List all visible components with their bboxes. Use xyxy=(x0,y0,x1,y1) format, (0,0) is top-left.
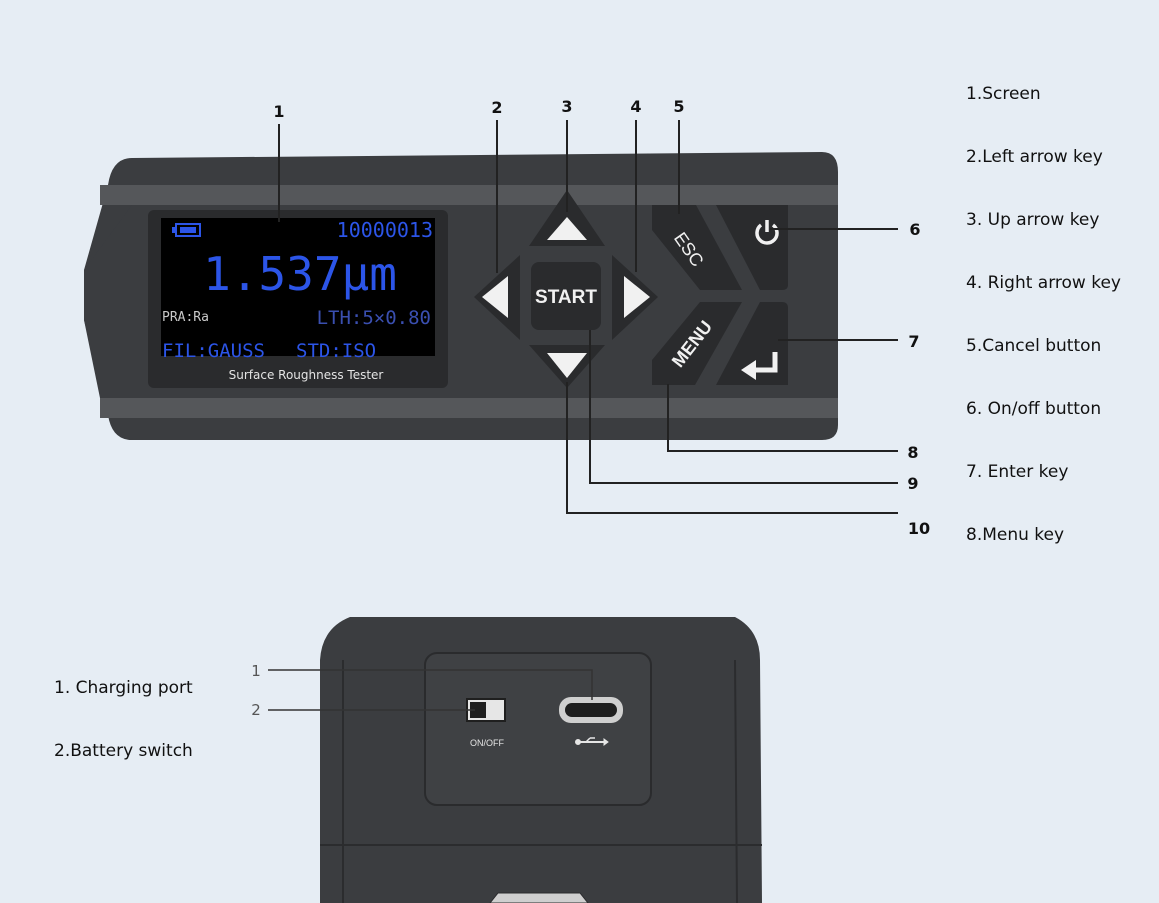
left-arrow-glyph xyxy=(482,276,508,318)
screen-caption: Surface Roughness Tester xyxy=(229,368,384,382)
front-leader-lines xyxy=(278,120,898,514)
start-button[interactable] xyxy=(531,262,601,330)
callout-3: 3 xyxy=(561,97,572,116)
lcd-serial: 10000013 xyxy=(337,218,433,242)
legend-screen: 1.Screen xyxy=(966,84,1041,104)
charging-port[interactable] xyxy=(559,697,623,723)
battery-icon xyxy=(172,223,201,237)
switch-label: ON/OFF xyxy=(470,738,504,748)
device-top-band xyxy=(100,185,838,205)
callout-10: 10 xyxy=(908,519,930,538)
bottom-leader-lines xyxy=(268,669,593,711)
bottom-clip xyxy=(489,892,589,903)
bottom-callout-2: 2 xyxy=(251,701,261,719)
legend-battery-switch: 2.Battery switch xyxy=(54,741,193,761)
callout-5: 5 xyxy=(673,97,684,116)
power-button[interactable] xyxy=(716,205,788,290)
screen xyxy=(161,218,435,356)
start-label: START xyxy=(535,287,597,308)
lcd-filter: FIL:GAUSS xyxy=(162,340,265,362)
bottom-callout-1: 1 xyxy=(251,662,261,680)
port-panel xyxy=(424,652,652,806)
legend-onoff: 6. On/off button xyxy=(966,399,1102,419)
legend-charging-port: 1. Charging port xyxy=(54,678,193,698)
legend-menu: 8.Menu key xyxy=(966,525,1065,545)
front-callouts: 1 2 3 4 5 6 7 8 9 10 xyxy=(273,97,930,538)
bottom-edge-right xyxy=(734,659,738,903)
up-arrow-glyph xyxy=(547,217,587,240)
callout-4: 4 xyxy=(630,97,641,116)
legend-left-arrow: 2.Left arrow key xyxy=(966,147,1103,167)
enter-button[interactable] xyxy=(716,302,788,385)
lcd-length: LTH:5×0.80 xyxy=(317,307,431,329)
lcd-value: 1.537µm xyxy=(203,247,397,301)
enter-icon xyxy=(741,352,778,380)
callout-8: 8 xyxy=(907,443,918,462)
callout-2: 2 xyxy=(491,98,502,117)
callout-9: 9 xyxy=(907,474,918,493)
bottom-callouts: 1 2 xyxy=(251,662,261,719)
menu-button[interactable] xyxy=(652,302,742,385)
callout-1: 1 xyxy=(273,102,284,121)
callout-7: 7 xyxy=(908,332,919,351)
legend-enter: 7. Enter key xyxy=(966,462,1069,482)
power-icon xyxy=(755,220,779,245)
callout-6: 6 xyxy=(909,220,920,239)
esc-button[interactable] xyxy=(652,205,742,290)
bottom-device: ON/OFF xyxy=(320,617,762,903)
right-arrow-glyph xyxy=(624,276,650,318)
lcd-param: PRA:Ra xyxy=(162,310,209,325)
front-device: 10000013 1.537µm PRA:Ra LTH:5×0.80 FIL:G… xyxy=(84,152,838,440)
usb-icon xyxy=(575,737,609,746)
lcd-standard: STD:ISO xyxy=(296,340,376,362)
down-arrow-glyph xyxy=(547,353,587,378)
legend-right-arrow: 4. Right arrow key xyxy=(966,273,1121,293)
legend-cancel: 5.Cancel button xyxy=(966,336,1102,356)
device-bottom-band xyxy=(100,398,838,418)
legend-up-arrow: 3. Up arrow key xyxy=(966,210,1100,230)
